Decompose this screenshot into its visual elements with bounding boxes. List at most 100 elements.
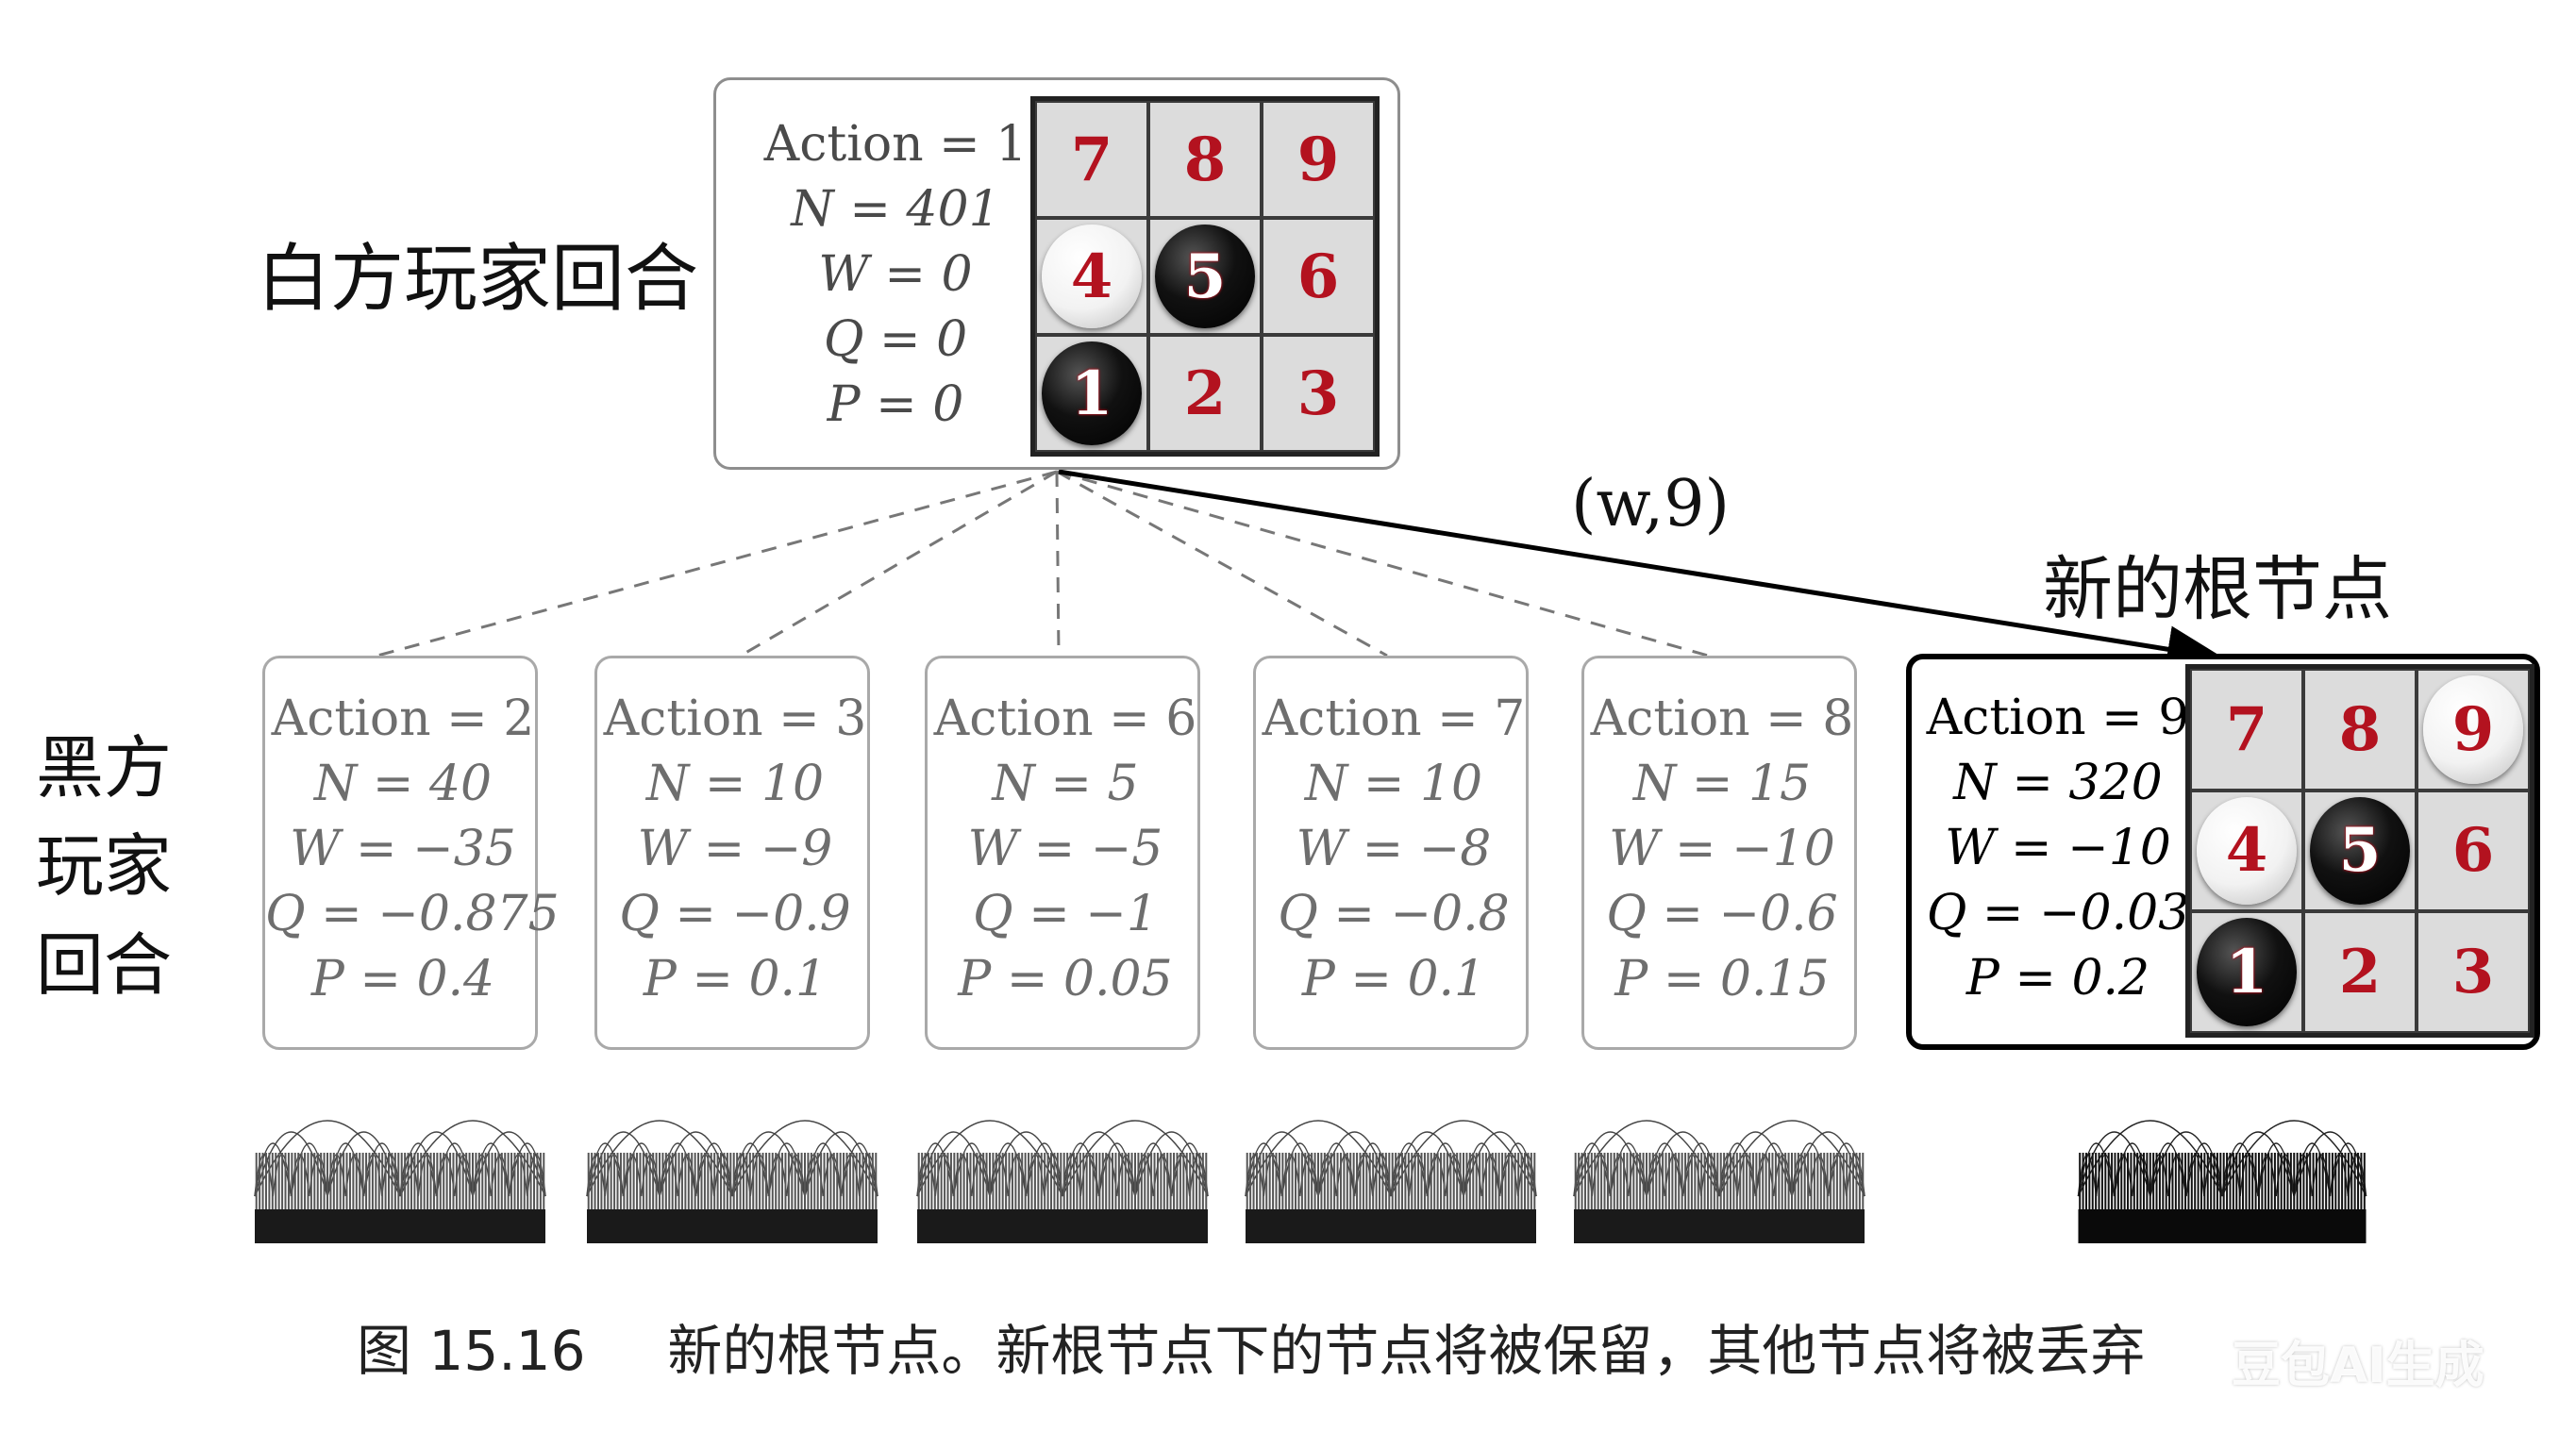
subtree-icon <box>1573 1120 1865 1243</box>
child-w: W = −35 <box>290 821 516 877</box>
dashed-edge-action-7 <box>1056 470 1388 657</box>
new-root-node: Action = 9 N = 320 W = −10 Q = −0.03 P =… <box>1906 654 2540 1050</box>
cell-number: 1 <box>2225 937 2268 1008</box>
child-n: N = 10 <box>1304 756 1483 812</box>
board-cell: 7 <box>1035 101 1148 218</box>
board-cell: 2 <box>1148 335 1262 452</box>
child-action: Action = 3 <box>603 691 867 747</box>
black-turn-line-1: 黑方 <box>36 728 173 807</box>
cell-number: 6 <box>2451 815 2495 887</box>
new-root-action: Action = 9 <box>1926 690 2190 746</box>
board-cell: 4 <box>1035 218 1148 335</box>
child-action: Action = 8 <box>1590 691 1854 747</box>
child-node: Action = 2 N = 40 W = −35 Q = −0.875 P = 0.4 <box>262 656 560 1050</box>
board-cell: 9 <box>1262 101 1375 218</box>
board-cell: 3 <box>1262 335 1375 452</box>
caption-number: 图 15.16 <box>357 1319 586 1383</box>
cell-number: 3 <box>2451 937 2495 1008</box>
black-stone-icon <box>2196 918 2298 1026</box>
root-w: W = 0 <box>818 246 973 303</box>
board-cell: 8 <box>1148 101 1262 218</box>
figure-caption: 图 15.16 新的根节点。新根节点下的节点将被保留，其他节点将被丢弃 <box>357 1307 2145 1386</box>
subtree-icon <box>2077 1120 2367 1243</box>
new-root-q: Q = −0.03 <box>1926 885 2190 941</box>
cell-number: 8 <box>1183 124 1227 195</box>
cell-number: 1 <box>1070 358 1113 429</box>
cell-number: 2 <box>1183 358 1227 429</box>
new-root-stats: Action = 9 N = 320 W = −10 Q = −0.03 P =… <box>1921 686 2195 1011</box>
subtree-icon <box>1245 1120 1537 1243</box>
child-q: Q = −0.6 <box>1606 886 1838 942</box>
child-w: W = −8 <box>1296 821 1492 877</box>
board-cell: 1 <box>1035 335 1148 452</box>
cell-number: 5 <box>2338 815 2382 887</box>
child-stats: Action = 2 N = 40 W = −35 Q = −0.875 P = 0.4 <box>265 687 560 1012</box>
cell-number: 2 <box>2338 937 2382 1008</box>
white-stone-icon <box>1041 224 1143 329</box>
subtree-icon <box>586 1120 878 1243</box>
root-action: Action = 1 <box>763 116 1028 173</box>
root-q: Q = 0 <box>823 311 968 368</box>
board-cell: 1 <box>2190 911 2303 1033</box>
root-n: N = 401 <box>791 181 1000 238</box>
white-turn-label: 白方玩家回合 <box>257 237 699 322</box>
child-q: Q = −0.8 <box>1278 886 1510 942</box>
board-cell: 5 <box>2303 790 2417 912</box>
board-cell: 8 <box>2303 669 2417 791</box>
new-root-label: 新的根节点 <box>2043 549 2392 630</box>
white-stone-icon <box>2196 796 2298 906</box>
child-q: Q = −0.875 <box>265 886 560 942</box>
child-p: P = 0.15 <box>1614 951 1830 1007</box>
cell-number: 9 <box>2451 693 2495 765</box>
black-turn-line-2: 玩家 <box>36 826 173 907</box>
child-p: P = 0.05 <box>958 951 1173 1007</box>
solid-edge-action-9 <box>1058 469 2224 673</box>
child-action: Action = 2 <box>271 691 535 747</box>
white-stone-icon <box>2422 674 2524 784</box>
black-stone-icon <box>2309 796 2411 906</box>
board-cell: 7 <box>2190 669 2303 791</box>
board-cell: 5 <box>1148 218 1262 335</box>
root-p: P = 0 <box>827 376 964 433</box>
cell-number: 7 <box>2225 693 2268 765</box>
subtree-icon <box>254 1120 546 1243</box>
cell-number: 5 <box>1183 241 1227 312</box>
new-root-n: N = 320 <box>1953 755 2163 811</box>
child-p: P = 0.1 <box>643 951 828 1007</box>
child-p: P = 0.4 <box>310 951 495 1007</box>
child-n: N = 40 <box>313 756 493 812</box>
root-stats: Action = 1 N = 401 W = 0 Q = 0 P = 0 <box>735 112 1056 438</box>
board-cell: 4 <box>2190 790 2303 912</box>
black-stone-icon <box>1041 341 1143 446</box>
child-p: P = 0.1 <box>1301 951 1486 1007</box>
new-root-p: P = 0.2 <box>1965 950 2150 1007</box>
cell-number: 9 <box>1296 124 1340 195</box>
subtree-group <box>254 1120 2367 1243</box>
edge-label: (w,9) <box>1571 467 1731 541</box>
child-q: Q = −0.9 <box>619 886 851 942</box>
cell-number: 8 <box>2338 693 2382 765</box>
child-node: Action = 7 N = 10 W = −8 Q = −0.8 P = 0.1 <box>1253 656 1529 1050</box>
child-w: W = −9 <box>637 821 833 877</box>
cell-number: 6 <box>1296 241 1340 312</box>
dashed-edge-action-2 <box>376 470 1058 657</box>
child-w: W = −5 <box>967 821 1163 877</box>
cell-number: 4 <box>2225 815 2268 887</box>
dashed-edge-action-6 <box>1055 471 1061 657</box>
board-cell: 2 <box>2303 911 2417 1033</box>
subtree-icon <box>916 1120 1209 1243</box>
cell-number: 3 <box>1296 358 1340 429</box>
child-action: Action = 7 <box>1262 691 1526 747</box>
caption-text: 新的根节点。新根节点下的节点将被保留，其他节点将被丢弃 <box>667 1319 2146 1383</box>
black-turn-label: 黑方 玩家 回合 <box>36 719 172 1014</box>
watermark: 豆包AI生成 <box>2232 1338 2484 1394</box>
new-root-w: W = −10 <box>1945 820 2171 876</box>
